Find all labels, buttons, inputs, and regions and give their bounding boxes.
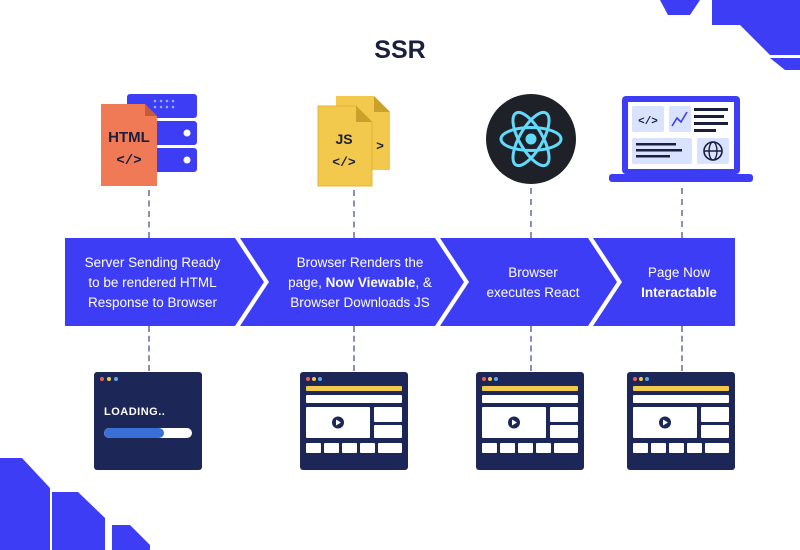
code-glyph: </>: [116, 153, 141, 169]
connector-line-4-top: [681, 188, 683, 238]
thumb-block: [324, 443, 339, 453]
stage-text-run: Response to Browser: [87, 295, 218, 310]
thumb-block: [633, 443, 648, 453]
window-dot: [488, 377, 492, 381]
stage-label-browser-executes-react: Browser executes React: [468, 263, 598, 303]
thumb-block: [378, 443, 402, 453]
rendered-page-mockup: [300, 372, 408, 470]
stage-text-run: , &: [415, 275, 432, 290]
connector-line-3-bottom: [530, 326, 532, 371]
window-dot: [482, 377, 486, 381]
stage-text-run: Browser Renders the: [296, 255, 424, 270]
window-dot: [633, 377, 637, 381]
window-dot: [645, 377, 649, 381]
js-files-icon: > JS </>: [317, 96, 390, 187]
thumb-block: [306, 443, 321, 453]
play-icon-triangle: [512, 419, 517, 426]
loading-browser-mockup: LOADING..: [94, 372, 202, 470]
url-bar: [482, 386, 578, 391]
thumb-block: [500, 443, 515, 453]
side-block: [374, 407, 402, 422]
rendered-page-mockup: [476, 372, 584, 470]
code-glyph: </>: [332, 155, 356, 170]
window-dot: [306, 377, 310, 381]
connector-line-3-top: [530, 188, 532, 238]
connector-line-2-top: [353, 190, 355, 238]
stage-line: Server Sending Ready: [70, 253, 235, 273]
stage-line: Page Now: [620, 263, 738, 283]
side-block: [550, 425, 578, 438]
connector-line-2-bottom: [353, 326, 355, 371]
stage-line: Interactable: [620, 283, 738, 303]
stage-text-run: Server Sending Ready: [84, 255, 221, 270]
window-dot: [639, 377, 643, 381]
stage-text-run: page,: [288, 275, 326, 290]
connector-line-4-bottom: [681, 326, 683, 371]
stage-text-run: Browser: [508, 265, 558, 280]
stage-text-run: executes React: [486, 285, 580, 300]
play-icon-triangle: [663, 419, 668, 426]
stage-text-run: Page Now: [647, 265, 711, 280]
thumb-block: [687, 443, 702, 453]
stage-text-run: to be rendered HTML: [88, 275, 217, 290]
header-block: [633, 395, 729, 403]
side-block: [550, 407, 578, 422]
connector-line-1-bottom: [148, 326, 150, 371]
code-glyph: </>: [638, 116, 658, 128]
thumb-block: [669, 443, 684, 453]
loading-progress-fill: [104, 428, 164, 438]
stage-line: to be rendered HTML: [70, 273, 235, 293]
window-dots: [100, 377, 118, 381]
side-block: [701, 407, 729, 422]
stage-label-server-sends-html: Server Sending Ready to be rendered HTML R…: [70, 253, 235, 313]
thumb-block: [554, 443, 578, 453]
stage-line: executes React: [468, 283, 598, 303]
stage-line: Browser Downloads JS: [270, 293, 450, 313]
side-block: [374, 425, 402, 438]
stage-line: Browser: [468, 263, 598, 283]
loading-label: LOADING..: [104, 406, 166, 418]
stage-line: Response to Browser: [70, 293, 235, 313]
thumb-block: [342, 443, 357, 453]
thumb-block: [518, 443, 533, 453]
url-bar: [633, 386, 729, 391]
thumb-block: [705, 443, 729, 453]
stage-text-run: Browser Downloads JS: [290, 295, 430, 310]
svg-text:>: >: [376, 139, 384, 154]
header-block: [482, 395, 578, 403]
js-file-label: JS: [335, 131, 352, 147]
stage-emphasis: Interactable: [641, 285, 717, 300]
header-block: [306, 395, 402, 403]
thumb-block: [360, 443, 375, 453]
stage-line: page, Now Viewable, &: [270, 273, 450, 293]
react-icon: [486, 94, 576, 184]
stage-label-browser-renders: Browser Renders the page, Now Viewable, &…: [270, 253, 450, 313]
thumb-block: [482, 443, 497, 453]
thumb-block: [651, 443, 666, 453]
loading-progress-bar: [104, 428, 192, 438]
diagram-title: SSR: [374, 36, 426, 64]
side-block: [701, 425, 729, 438]
html-file-label: HTML: [108, 129, 150, 146]
stage-emphasis: Now Viewable: [325, 275, 416, 290]
stage-line: Browser Renders the: [270, 253, 450, 273]
rendered-page-mockup: [627, 372, 735, 470]
html-server-icon: HTML </>: [101, 94, 197, 186]
window-dot: [318, 377, 322, 381]
url-bar: [306, 386, 402, 391]
laptop-icon: </>: [609, 96, 753, 182]
thumb-block: [536, 443, 551, 453]
window-dot: [494, 377, 498, 381]
play-icon-triangle: [336, 419, 341, 426]
connector-line-1-top: [148, 190, 150, 238]
window-dot: [312, 377, 316, 381]
